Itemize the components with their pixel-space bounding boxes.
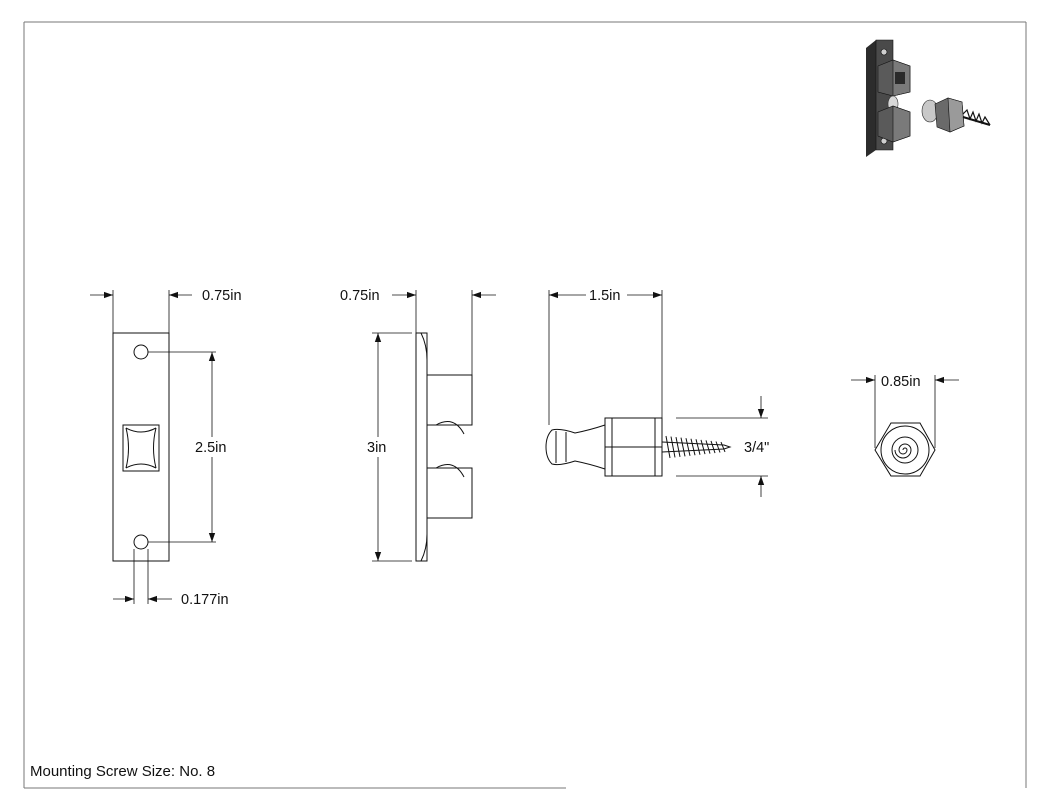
side-depth-label: 0.75in	[340, 288, 380, 304]
mounting-hole-bottom	[133, 534, 149, 550]
stud-view	[545, 290, 768, 497]
hex-outline	[874, 422, 936, 477]
hole-spacing-label: 2.5in	[195, 440, 226, 456]
sheet-border	[23, 21, 1027, 789]
end-width-label: 0.85in	[881, 374, 921, 390]
side-plate	[415, 332, 428, 562]
side-height-label: 3in	[367, 440, 386, 456]
side-view	[372, 290, 496, 562]
stud-ball-head	[545, 424, 606, 470]
stud-thread-label: 3/4"	[744, 440, 769, 456]
roller-pocket	[122, 424, 160, 472]
stud-length-label: 1.5in	[589, 288, 620, 304]
mounting-screw-note: Mounting Screw Size: No. 8	[30, 763, 215, 780]
side-housing-upper	[427, 374, 473, 426]
hole-diameter-label: 0.177in	[181, 592, 229, 608]
strike-plate-outline	[112, 332, 170, 562]
end-view	[851, 375, 959, 477]
mounting-hole-top	[133, 344, 149, 360]
isometric-thumbnail	[866, 39, 991, 157]
front-width-label: 0.75in	[202, 288, 242, 304]
stud-screw-thread	[661, 435, 732, 459]
side-housing-lower	[427, 467, 473, 519]
front-view	[90, 290, 216, 604]
